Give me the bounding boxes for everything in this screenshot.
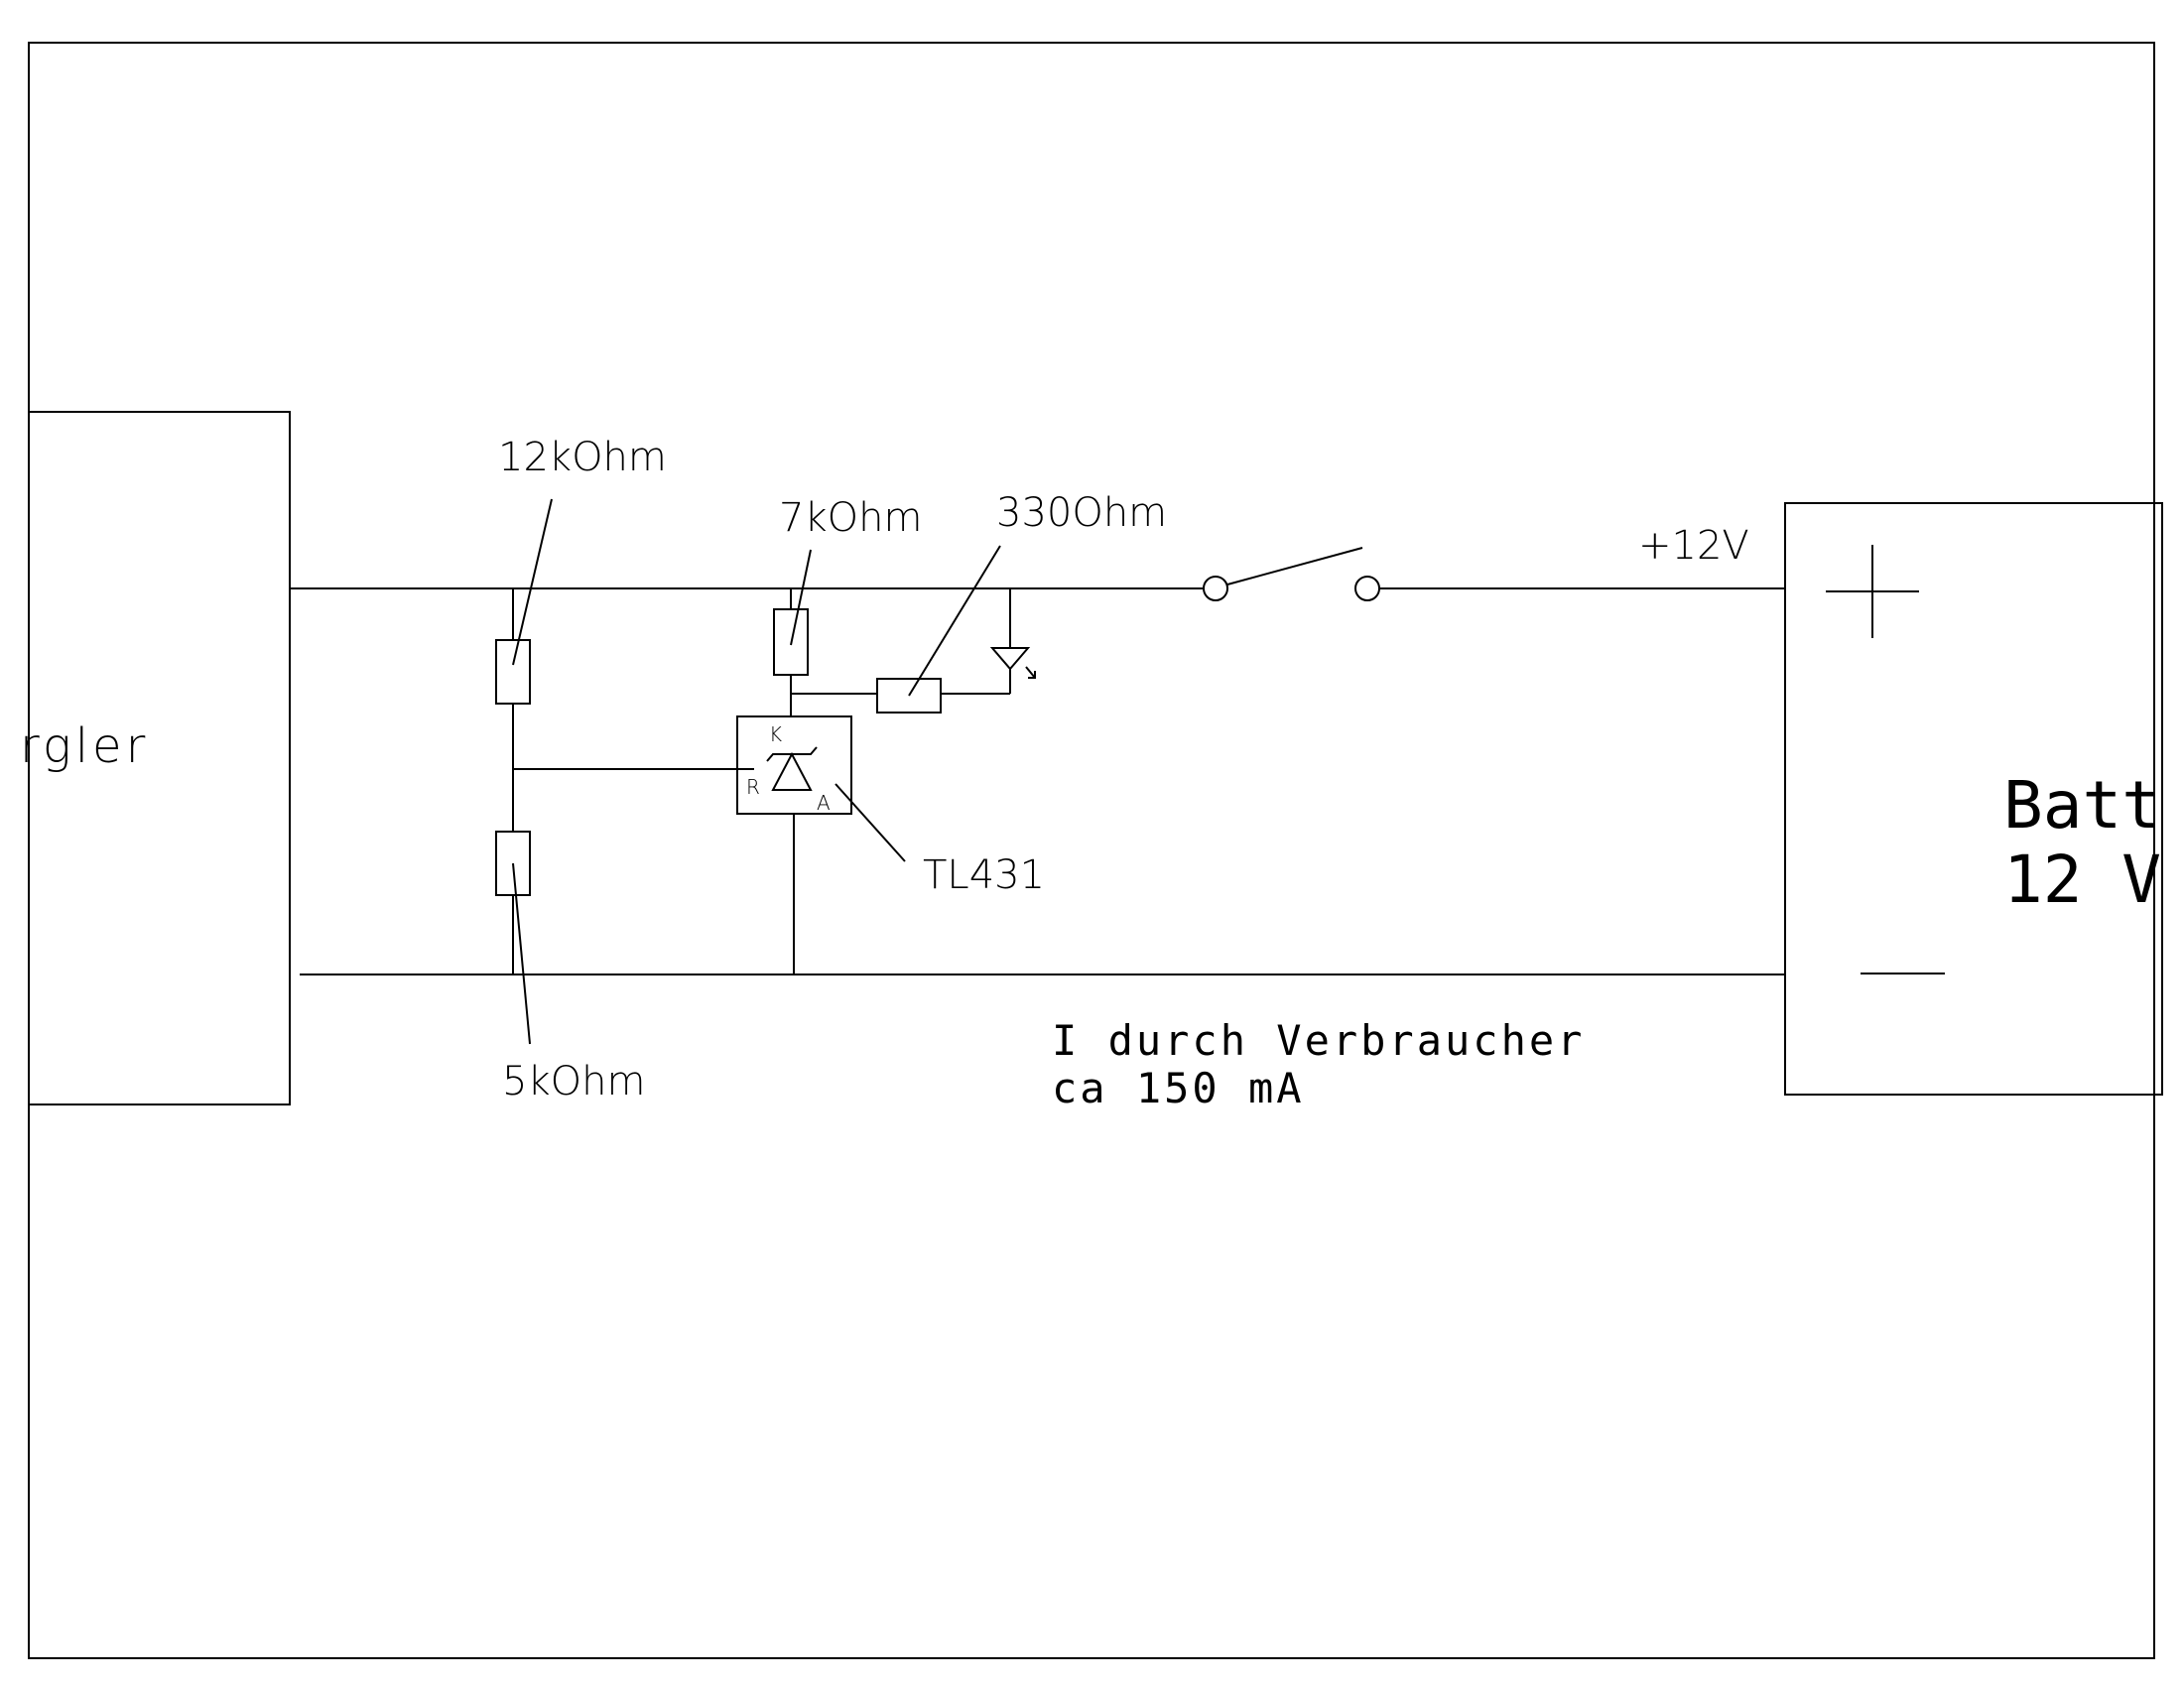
- tl431-pin-a: A: [817, 791, 831, 815]
- tl431-pin-k: K: [769, 722, 782, 746]
- switch-contact-left: [1203, 576, 1228, 601]
- current-note-line1: I durch Verbraucher: [1052, 1016, 1585, 1065]
- led-symbol: [989, 647, 1031, 671]
- resistor-12k: [495, 639, 531, 705]
- switch-lever: [1226, 547, 1363, 585]
- led-arrow-shaft: [1025, 666, 1036, 679]
- tl431-pin-r: R: [746, 775, 760, 799]
- resistor-330: [876, 678, 942, 714]
- label-5k: 5kOhm: [502, 1059, 645, 1104]
- regulator-label: rgler: [20, 718, 149, 774]
- leader-7k: [790, 549, 812, 646]
- leader-330: [908, 545, 1001, 697]
- leader-12k: [512, 498, 553, 666]
- battery-label-line2: 12 V: [2003, 842, 2161, 918]
- current-note-line2: ca 150 mA: [1052, 1064, 1305, 1112]
- leader-tl431: [835, 783, 906, 862]
- switch-contact-right: [1354, 576, 1380, 601]
- regulator-block: [28, 411, 291, 1105]
- label-7k: 7kOhm: [779, 495, 922, 541]
- tl431-diode-bar: [766, 746, 818, 762]
- label-tl431: TL431: [923, 852, 1045, 898]
- tl431-box: [736, 715, 852, 815]
- leader-5k: [512, 862, 531, 1045]
- battery-label-line1: Batt: [2003, 767, 2161, 844]
- label-12k: 12kOhm: [498, 435, 667, 480]
- tl431-diode-triangle: [771, 751, 813, 791]
- label-330: 330Ohm: [996, 490, 1167, 536]
- led-arrow-head: [1028, 671, 1036, 679]
- battery-block: [1784, 502, 2163, 1096]
- drawing-frame: [28, 42, 2155, 1659]
- voltage-label: +12V: [1638, 523, 1749, 569]
